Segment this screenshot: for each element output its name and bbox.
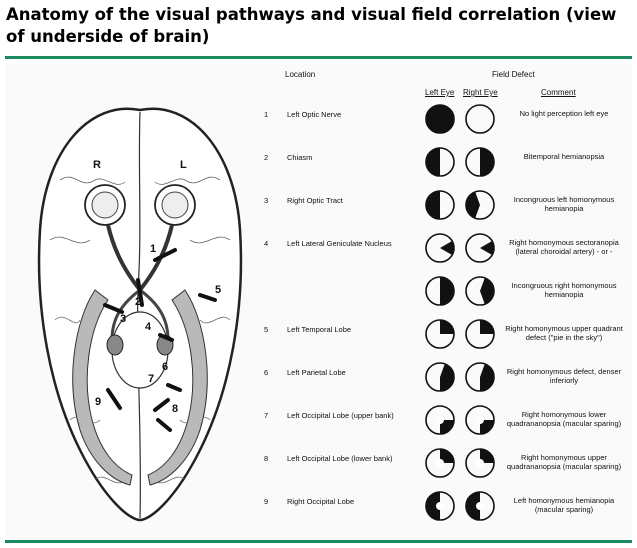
right-eye-field-icon xyxy=(465,190,495,220)
left-eye-field-icon xyxy=(425,491,455,521)
right-eye-field-icon xyxy=(465,104,495,134)
top-divider xyxy=(5,56,632,59)
svg-text:6: 6 xyxy=(162,361,168,373)
row-location: Left Temporal Lobe xyxy=(287,325,352,334)
row-number: 2 xyxy=(264,153,269,162)
left-eye-field-icon xyxy=(425,405,455,435)
row-number: 7 xyxy=(264,411,269,420)
svg-text:8: 8 xyxy=(172,403,178,415)
right-eye-field-icon xyxy=(465,276,495,306)
row-number: 6 xyxy=(264,368,269,377)
right-eye-field-icon xyxy=(465,405,495,435)
row-comment: Right homonymous upper quadrant defect (… xyxy=(505,324,623,342)
left-eye-field-icon xyxy=(425,190,455,220)
row-comment: Bitemporal hemianopsia xyxy=(523,152,605,161)
left-eye-field-icon xyxy=(425,233,455,263)
header-location: Location xyxy=(285,70,316,79)
svg-text:4: 4 xyxy=(145,321,152,333)
right-eye-field-icon xyxy=(465,319,495,349)
header-right-eye: Right Eye xyxy=(463,88,498,97)
right-eye-field-icon xyxy=(465,147,495,177)
row-number: 5 xyxy=(264,325,269,334)
right-eye-field-icon xyxy=(465,491,495,521)
row-location: Right Optic Tract xyxy=(287,196,343,205)
bottom-divider xyxy=(5,540,632,543)
left-eye-field-icon xyxy=(425,319,455,349)
left-eye-field-icon xyxy=(425,104,455,134)
row-location: Chiasm xyxy=(287,153,313,162)
row-location: Left Optic Nerve xyxy=(287,110,342,119)
header-field-defect: Field Defect xyxy=(492,70,535,79)
row-comment: Incongruous left homonymous hemianopia xyxy=(513,195,615,213)
brain-label-left: L xyxy=(180,159,187,171)
right-eye-field-icon xyxy=(465,233,495,263)
svg-text:5: 5 xyxy=(215,284,221,296)
brain-illustration: R L 1 2 3 4 5 6 7 8 9 xyxy=(37,107,243,522)
right-eye-field-icon xyxy=(465,362,495,392)
row-comment: Right homonymous lower quadrananopsia (m… xyxy=(506,410,622,428)
right-eye-field-icon xyxy=(465,448,495,478)
page-title: Anatomy of the visual pathways and visua… xyxy=(6,5,617,46)
row-comment: Incongruous right homonymous hemianopia xyxy=(511,281,617,299)
row-comment: Left homonymous hemianopia (macular spar… xyxy=(513,496,615,514)
svg-text:7: 7 xyxy=(148,373,154,385)
brain-label-right: R xyxy=(93,159,101,171)
svg-text:9: 9 xyxy=(95,396,101,408)
header-left-eye: Left Eye xyxy=(425,88,455,97)
row-number: 1 xyxy=(264,110,269,119)
svg-text:3: 3 xyxy=(120,313,126,325)
svg-text:1: 1 xyxy=(150,243,156,255)
row-number: 4 xyxy=(264,239,269,248)
header-comment: Comment xyxy=(541,88,576,97)
svg-text:2: 2 xyxy=(135,296,141,308)
row-number: 8 xyxy=(264,454,269,463)
row-location: Left Lateral Geniculate Nucleus xyxy=(287,239,392,248)
row-comment: Right homonymous sectoranopia (lateral c… xyxy=(509,238,619,256)
left-eye-field-icon xyxy=(425,276,455,306)
left-eye-field-icon xyxy=(425,147,455,177)
row-number: 9 xyxy=(264,497,269,506)
left-eye-field-icon xyxy=(425,362,455,392)
row-comment: No light perception left eye xyxy=(519,109,609,118)
left-eye-field-icon xyxy=(425,448,455,478)
row-comment: Right homonymous defect, denser inferior… xyxy=(506,367,622,385)
row-location: Left Occipital Lobe (upper bank) xyxy=(287,411,394,420)
row-number: 3 xyxy=(264,196,269,205)
row-location: Right Occipital Lobe xyxy=(287,497,355,506)
row-location: Left Parietal Lobe xyxy=(287,368,346,377)
row-location: Left Occipital Lobe (lower bank) xyxy=(287,454,393,463)
row-comment: Right homonymous upper quadrananopsia (m… xyxy=(506,453,622,471)
